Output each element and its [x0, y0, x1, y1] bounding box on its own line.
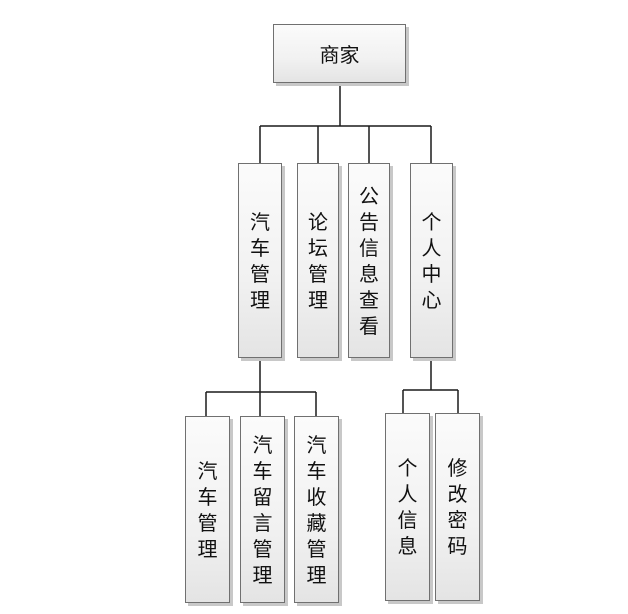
node-change-password: 修改密码 — [435, 413, 480, 601]
node-forum-management: 论坛管理 — [297, 163, 339, 358]
node-car-management-sub-label: 汽车管理 — [197, 458, 218, 561]
node-personal-info: 个人信息 — [385, 413, 430, 601]
node-car-management: 汽车管理 — [238, 163, 282, 358]
node-personal-info-label: 个人信息 — [397, 456, 418, 558]
node-change-password-label: 修改密码 — [447, 456, 468, 558]
node-personal-center: 个人中心 — [410, 163, 453, 358]
node-car-favorite-management-label: 汽车收藏管理 — [306, 432, 327, 587]
node-forum-management-label: 论坛管理 — [308, 209, 328, 312]
node-announcement-view-label: 公告信息查看 — [359, 183, 379, 338]
node-personal-center-label: 个人中心 — [421, 209, 442, 312]
node-car-management-sub: 汽车管理 — [185, 416, 230, 603]
root-node-merchant: 商家 — [273, 24, 406, 83]
node-car-message-management: 汽车留言管理 — [240, 416, 285, 603]
node-car-favorite-management: 汽车收藏管理 — [294, 416, 339, 603]
node-car-management-label: 汽车管理 — [250, 209, 270, 312]
node-announcement-view: 公告信息查看 — [348, 163, 390, 358]
node-car-message-management-label: 汽车留言管理 — [252, 432, 273, 587]
root-node-label: 商家 — [319, 43, 360, 67]
